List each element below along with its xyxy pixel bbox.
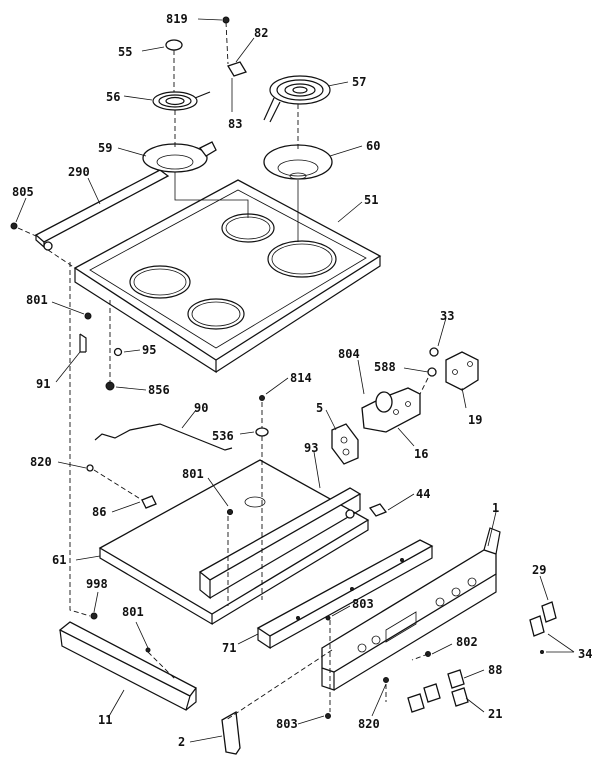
part-labels: 819 55 82 56 83 57 59 60 290 805 51 801 … [12,12,592,749]
screw-34 [540,650,544,654]
drip-bowl-60 [263,144,333,180]
label-95: 95 [142,343,156,357]
leader-lines [15,18,575,743]
label-803-a: 803 [352,597,374,611]
washer-95 [113,347,123,357]
label-290: 290 [68,165,90,179]
label-59: 59 [98,141,112,155]
screw-998 [90,612,98,620]
label-802: 802 [456,635,478,649]
screw-814 [259,395,265,401]
screw-801-b [227,509,233,515]
label-56: 56 [106,90,120,104]
nut-536 [255,427,269,437]
label-83: 83 [228,117,242,131]
control-panel-1 [321,527,501,691]
infinite-switch-16 [361,387,421,433]
clip-86 [141,495,157,509]
label-801-a: 801 [26,293,48,307]
label-814: 814 [290,371,312,385]
panel-71 [256,539,434,650]
wire-90 [94,423,233,451]
label-16: 16 [414,447,428,461]
surface-unit-56 [152,91,211,111]
kick-panel-11 [58,621,197,711]
label-801-c: 801 [122,605,144,619]
label-21: 21 [488,707,502,721]
label-11: 11 [98,713,112,727]
label-51: 51 [364,193,378,207]
label-1: 1 [492,501,499,515]
label-588: 588 [374,360,396,374]
label-55: 55 [118,45,132,59]
screw-803-a [325,615,331,621]
knob-21 [451,687,469,707]
rear-trim-strip [10,169,170,251]
label-34: 34 [578,647,592,661]
clip-44 [368,503,388,517]
label-536: 536 [212,429,234,443]
label-61: 61 [52,553,66,567]
knob-88-b [423,683,441,703]
label-33: 33 [440,309,454,323]
cooktop-panel [73,179,382,374]
end-bracket-2 [221,710,241,755]
drip-bowl-59 [142,141,217,173]
knob-88-a [447,669,465,689]
screw-588 [427,367,437,377]
label-88: 88 [488,663,502,677]
hinge-91 [79,333,87,353]
brace-93 [198,487,362,600]
label-820-a: 820 [30,455,52,469]
screw-820-a [86,464,94,472]
label-60: 60 [366,139,380,153]
surface-unit-57 [263,75,331,123]
label-856: 856 [148,383,170,397]
label-801-b: 801 [182,467,204,481]
label-90: 90 [194,401,208,415]
label-819: 819 [166,12,188,26]
assembly-lines [17,21,429,721]
label-71: 71 [222,641,236,655]
label-805: 805 [12,185,34,199]
label-91: 91 [36,377,50,391]
screw-801-c [145,647,151,653]
label-19: 19 [468,413,482,427]
label-93: 93 [304,441,318,455]
label-86: 86 [92,505,106,519]
label-57: 57 [352,75,366,89]
label-5: 5 [316,401,323,415]
label-82: 82 [254,26,268,40]
knob-insert-33 [429,347,439,357]
label-804: 804 [338,347,360,361]
knob-88-c [407,693,425,713]
knob-29-a [541,601,557,623]
screw-801-a [84,312,92,320]
screw-803-b [325,713,331,719]
switch-bracket-5 [331,423,359,465]
screw-820-b [383,677,389,683]
label-998: 998 [86,577,108,591]
label-820-b: 820 [358,717,380,731]
label-803-b: 803 [276,717,298,731]
switch-19 [445,351,479,391]
knob-55 [165,39,183,51]
label-2: 2 [178,735,185,749]
label-29: 29 [532,563,546,577]
knob-29-b [529,615,545,637]
terminal-block-82 [227,61,247,77]
label-44: 44 [416,487,430,501]
